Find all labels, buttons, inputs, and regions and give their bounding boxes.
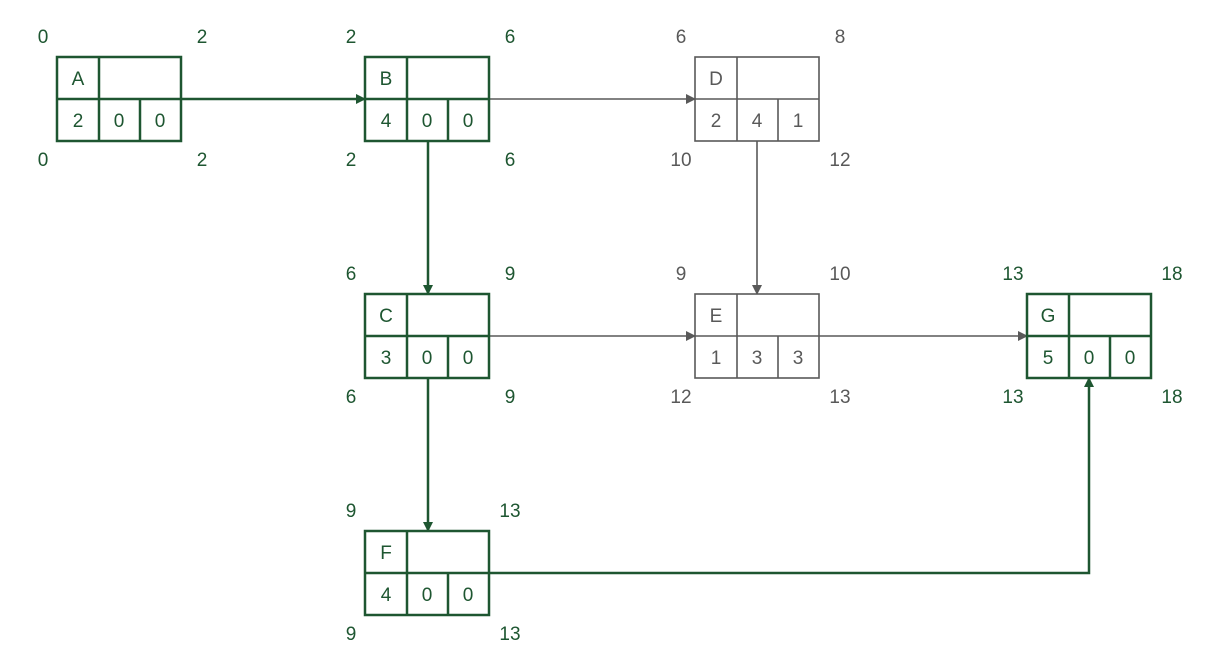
node-a: A 2 0 0 0 2 0 2 (38, 27, 208, 171)
node-label: F (380, 543, 392, 564)
node-duration: 2 (711, 111, 722, 132)
late-start: 2 (346, 150, 357, 171)
node-label: G (1041, 306, 1056, 327)
late-finish: 18 (1161, 387, 1182, 408)
node-label: B (380, 69, 393, 90)
node-float: 0 (463, 111, 474, 132)
late-finish: 12 (829, 150, 850, 171)
node-float: 0 (422, 111, 433, 132)
node-label: C (379, 306, 393, 327)
late-finish: 9 (505, 387, 516, 408)
late-start: 10 (670, 150, 691, 171)
early-start: 9 (676, 264, 687, 285)
early-finish: 8 (835, 27, 846, 48)
node-float: 0 (422, 585, 433, 606)
node-float: 0 (422, 348, 433, 369)
node-float: 0 (463, 348, 474, 369)
node-label: E (710, 306, 723, 327)
late-start: 9 (346, 624, 357, 645)
node-duration: 3 (381, 348, 392, 369)
node-g: G 5 0 0 13 18 13 18 (1002, 264, 1182, 408)
late-start: 13 (1002, 387, 1023, 408)
node-duration: 5 (1043, 348, 1054, 369)
node-c: C 3 0 0 6 9 6 9 (346, 264, 516, 408)
node-float: 0 (1125, 348, 1136, 369)
edge-f-g (489, 377, 1094, 575)
late-start: 6 (346, 387, 357, 408)
late-finish: 2 (197, 150, 208, 171)
node-duration: 4 (381, 111, 392, 132)
late-finish: 13 (499, 624, 520, 645)
node-float: 0 (155, 111, 166, 132)
late-start: 12 (670, 387, 691, 408)
early-start: 9 (346, 501, 357, 522)
node-duration: 2 (73, 111, 84, 132)
early-start: 6 (676, 27, 687, 48)
late-start: 0 (38, 150, 49, 171)
node-label: D (709, 69, 723, 90)
edges-layer (181, 94, 1094, 575)
early-finish: 13 (499, 501, 520, 522)
late-finish: 6 (505, 150, 516, 171)
early-start: 0 (38, 27, 49, 48)
early-finish: 18 (1161, 264, 1182, 285)
early-finish: 10 (829, 264, 850, 285)
early-start: 2 (346, 27, 357, 48)
early-finish: 6 (505, 27, 516, 48)
early-start: 13 (1002, 264, 1023, 285)
node-f: F 4 0 0 9 13 9 13 (346, 501, 521, 645)
node-b: B 4 0 0 2 6 2 6 (346, 27, 516, 171)
node-float: 3 (793, 348, 804, 369)
node-float: 4 (752, 111, 763, 132)
node-float: 0 (1084, 348, 1095, 369)
node-label: A (72, 69, 85, 90)
node-duration: 4 (381, 585, 392, 606)
node-float: 0 (114, 111, 125, 132)
early-start: 6 (346, 264, 357, 285)
node-duration: 1 (711, 348, 722, 369)
node-float: 0 (463, 585, 474, 606)
late-finish: 13 (829, 387, 850, 408)
early-finish: 9 (505, 264, 516, 285)
node-float: 3 (752, 348, 763, 369)
node-float: 1 (793, 111, 804, 132)
node-d: D 2 4 1 6 8 10 12 (670, 27, 850, 171)
early-finish: 2 (197, 27, 208, 48)
